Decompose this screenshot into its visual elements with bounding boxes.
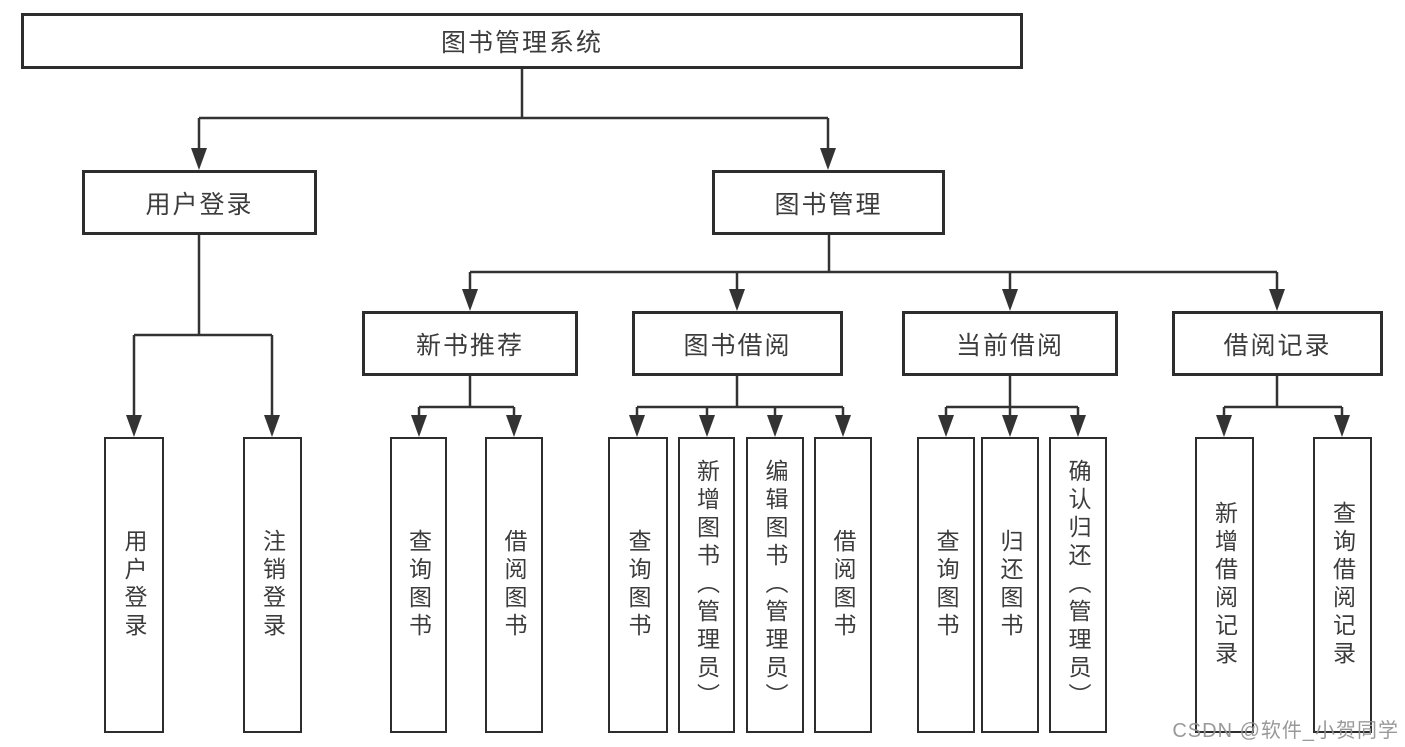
leaf-return-book: 归还图书 (981, 437, 1039, 733)
leaf-add-book-admin: 新增图书（管理员） (678, 437, 735, 733)
leaf-query-books-current: 查询图书 (917, 437, 975, 733)
leaf-borrow-books-recommend: 借阅图书 (485, 437, 543, 733)
csdn-watermark: CSDN @软件_小贺同学 (1172, 720, 1399, 742)
node-borrowing-records: 借阅记录 (1172, 311, 1383, 376)
node-current-borrowing: 当前借阅 (902, 311, 1118, 376)
node-book-borrowing: 图书借阅 (632, 311, 843, 376)
leaf-query-borrow-record: 查询借阅记录 (1313, 437, 1372, 733)
leaf-confirm-return-admin: 确认归还（管理员） (1049, 437, 1107, 733)
node-new-book-recommendation: 新书推荐 (362, 311, 578, 376)
arrowheads (126, 148, 1350, 437)
leaf-edit-book-admin: 编辑图书（管理员） (746, 437, 804, 733)
leaf-logout: 注销登录 (243, 437, 302, 733)
leaf-query-books-recommend: 查询图书 (390, 437, 447, 733)
node-library-management-system: 图书管理系统 (21, 13, 1023, 69)
leaf-query-books-borrowing: 查询图书 (608, 437, 668, 733)
leaf-borrow-books-borrowing: 借阅图书 (814, 437, 872, 733)
leaf-add-borrow-record: 新增借阅记录 (1195, 437, 1254, 733)
node-book-management: 图书管理 (712, 170, 945, 235)
node-user-login: 用户登录 (82, 170, 317, 235)
leaf-user-login: 用户登录 (104, 437, 164, 733)
